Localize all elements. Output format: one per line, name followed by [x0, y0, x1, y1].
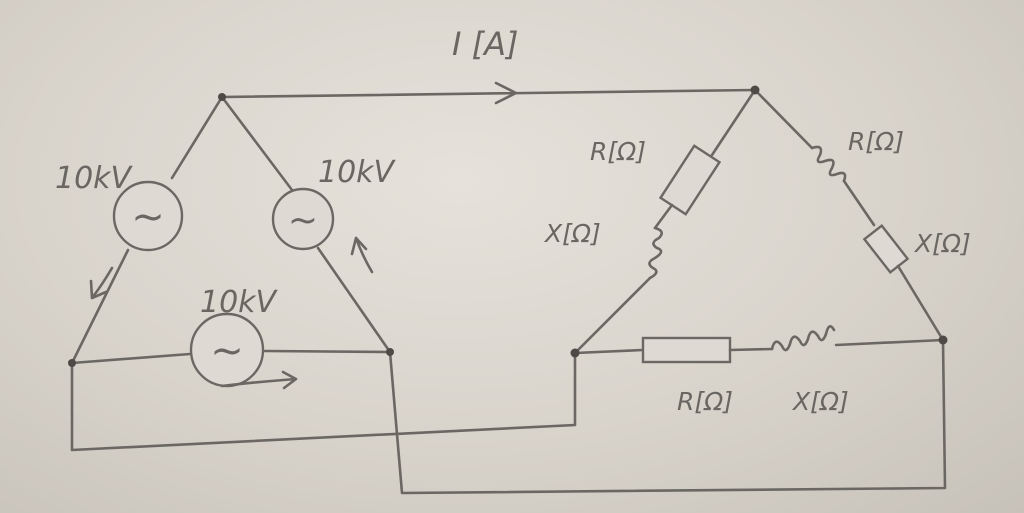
ac-source-right: ~	[271, 187, 335, 251]
inductor-left	[648, 226, 664, 280]
inductor-right	[810, 145, 847, 183]
node-source-right	[386, 348, 394, 356]
branch-right-upper	[220, 95, 294, 192]
voltage-arrow-right-icon	[350, 236, 374, 274]
load-bottom-x-label: X[Ω]	[791, 387, 849, 416]
ac-source-left: ~	[112, 180, 184, 252]
resistor-right	[862, 223, 910, 275]
node-source-left	[68, 359, 76, 367]
load-left-r-label: R[Ω]	[590, 137, 646, 166]
node-star-center	[218, 93, 226, 101]
load-bottom-r-label: R[Ω]	[677, 387, 733, 416]
ac-source-left-symbol: ~	[131, 194, 165, 240]
delta-bottom-wire-right	[834, 338, 945, 347]
node-load-left	[570, 348, 580, 358]
branch-bottom-left	[70, 352, 192, 365]
delta-right-wire-bottom	[896, 264, 945, 342]
branch-left-upper	[170, 95, 224, 180]
node-load-right	[938, 335, 948, 345]
current-label: I [A]	[452, 25, 518, 63]
branch-left-lower	[70, 248, 130, 365]
delta-bottom-wire-mid	[728, 347, 774, 352]
ac-source-bottom-symbol: ~	[210, 328, 244, 374]
load-right-r-label: R[Ω]	[848, 127, 904, 156]
load-delta-network	[570, 85, 948, 364]
voltage-arrow-left-icon	[89, 266, 114, 300]
source-left-label: 10kV	[55, 161, 134, 196]
node-load-top	[750, 85, 760, 95]
resistor-bottom	[641, 336, 732, 364]
delta-left-wire-bottom	[573, 276, 652, 355]
delta-left-wire-mid	[653, 203, 674, 230]
labels: I [A] 10kV 10kV 10kV R[Ω] X[Ω] R[Ω] X[Ω]…	[55, 25, 971, 416]
delta-right-wire-top	[753, 88, 814, 150]
source-bottom-label: 10kV	[200, 285, 279, 320]
load-left-x-label: X[Ω]	[543, 219, 601, 248]
current-arrow-icon	[494, 81, 518, 105]
inductor-bottom	[770, 325, 836, 352]
load-right-x-label: X[Ω]	[913, 229, 971, 258]
delta-right-wire-mid	[842, 179, 876, 227]
delta-bottom-wire-left	[573, 348, 645, 355]
ac-source-bottom: ~	[189, 312, 265, 388]
delta-left-wire-top	[710, 88, 757, 157]
line-wire-top	[220, 88, 757, 99]
source-right-label: 10kV	[318, 155, 397, 190]
voltage-arrow-bottom-icon	[220, 370, 298, 390]
ac-source-right-symbol: ~	[288, 200, 318, 241]
return-wire-b	[388, 338, 947, 495]
branch-right-lower	[316, 246, 392, 354]
source-star-network: ~ ~ ~	[68, 81, 947, 495]
resistor-left	[658, 144, 722, 216]
branch-bottom-right	[263, 349, 392, 354]
return-wire-a	[70, 351, 577, 452]
